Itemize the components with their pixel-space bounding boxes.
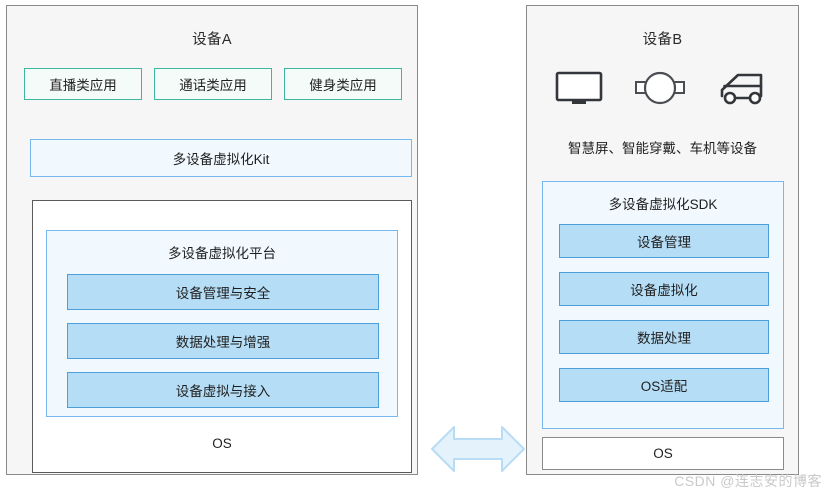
device-a-title: 设备A <box>192 32 232 48</box>
device-b-caption: 智慧屏、智能穿戴、车机等设备 <box>568 141 757 156</box>
car-head-unit-icon <box>716 68 772 113</box>
device-a-panel: 设备A 直播类应用 通话类应用 健身类应用 多设备虚拟化Kit 多设备虚拟化平台… <box>6 5 418 475</box>
app-box-live-streaming[interactable]: 直播类应用 <box>24 68 142 100</box>
device-b-os-box: OS <box>542 437 784 470</box>
smart-tv-icon <box>554 68 604 113</box>
multi-device-virtualization-sdk-box: 多设备虚拟化SDK 设备管理 设备虚拟化 数据处理 OS适配 <box>542 181 784 429</box>
platform-module-data-processing-enhancement[interactable]: 数据处理与增强 <box>67 323 379 359</box>
app-box-fitness[interactable]: 健身类应用 <box>284 68 402 100</box>
smartwatch-icon <box>632 68 688 113</box>
platform-title: 多设备虚拟化平台 <box>168 246 276 261</box>
device-a-os-label: OS <box>212 436 232 451</box>
device-b-icon-row <box>527 68 798 113</box>
sdk-module-data-processing[interactable]: 数据处理 <box>559 320 769 354</box>
sdk-module-device-virtualization[interactable]: 设备虚拟化 <box>559 272 769 306</box>
double-arrow-icon <box>430 421 526 477</box>
app-box-calling[interactable]: 通话类应用 <box>154 68 272 100</box>
multi-device-virtualization-kit-box[interactable]: 多设备虚拟化Kit <box>30 139 412 177</box>
device-b-title: 设备B <box>642 32 683 48</box>
sdk-module-os-adaptation[interactable]: OS适配 <box>559 368 769 402</box>
multi-device-virtualization-platform-box: 多设备虚拟化平台 设备管理与安全 数据处理与增强 设备虚拟与接入 <box>46 230 398 417</box>
device-a-os-stack-container: 多设备虚拟化平台 设备管理与安全 数据处理与增强 设备虚拟与接入 OS <box>32 200 412 473</box>
platform-module-device-management-security[interactable]: 设备管理与安全 <box>67 274 379 310</box>
sdk-title: 多设备虚拟化SDK <box>608 197 718 212</box>
platform-module-device-virtualization-access[interactable]: 设备虚拟与接入 <box>67 372 379 408</box>
device-b-panel: 设备B <box>526 5 799 475</box>
sdk-module-device-management[interactable]: 设备管理 <box>559 224 769 258</box>
device-a-app-row: 直播类应用 通话类应用 健身类应用 <box>24 68 402 100</box>
